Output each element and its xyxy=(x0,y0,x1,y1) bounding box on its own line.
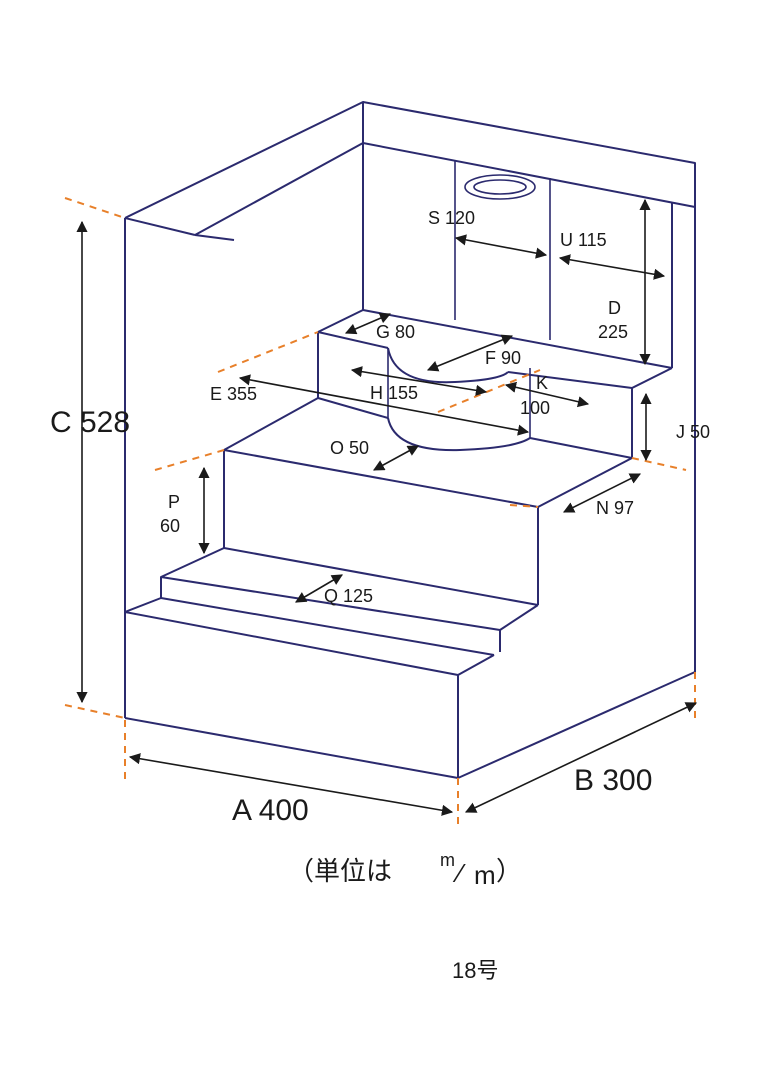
label-c: C 528 xyxy=(50,406,130,439)
label-p-value: 60 xyxy=(160,516,180,536)
unit-denominator: m xyxy=(474,860,496,890)
model-number: 18号 xyxy=(452,958,498,983)
unit-prefix: （単位は xyxy=(288,856,392,886)
dimension-lines xyxy=(76,198,698,816)
label-k-letter: K xyxy=(536,373,548,393)
label-e: E 355 xyxy=(210,384,257,404)
label-a: A 400 xyxy=(232,794,309,827)
unit-suffix: ） xyxy=(496,856,522,886)
label-o: O 50 xyxy=(330,438,369,458)
label-s: S 120 xyxy=(428,208,475,228)
label-f: F 90 xyxy=(485,348,521,368)
label-j: J 50 xyxy=(676,422,710,442)
dimension-labels: C 528 A 400 B 300 S 120 U 115 D 225 G 80… xyxy=(50,208,710,827)
tub-outline xyxy=(124,101,696,779)
label-d-letter: D xyxy=(608,298,621,318)
label-g: G 80 xyxy=(376,322,415,342)
label-q: Q 125 xyxy=(324,586,373,606)
label-h: H 155 xyxy=(370,383,418,403)
drain-icon xyxy=(464,174,536,200)
unit-numerator: m xyxy=(440,850,455,870)
unit-note: （単位は m ⁄ m ） xyxy=(288,850,522,890)
label-d-value: 225 xyxy=(598,322,628,342)
label-n: N 97 xyxy=(596,498,634,518)
label-p-letter: P xyxy=(168,492,180,512)
label-u: U 115 xyxy=(560,230,607,250)
label-k-value: 100 xyxy=(520,398,550,418)
label-b: B 300 xyxy=(574,764,652,797)
